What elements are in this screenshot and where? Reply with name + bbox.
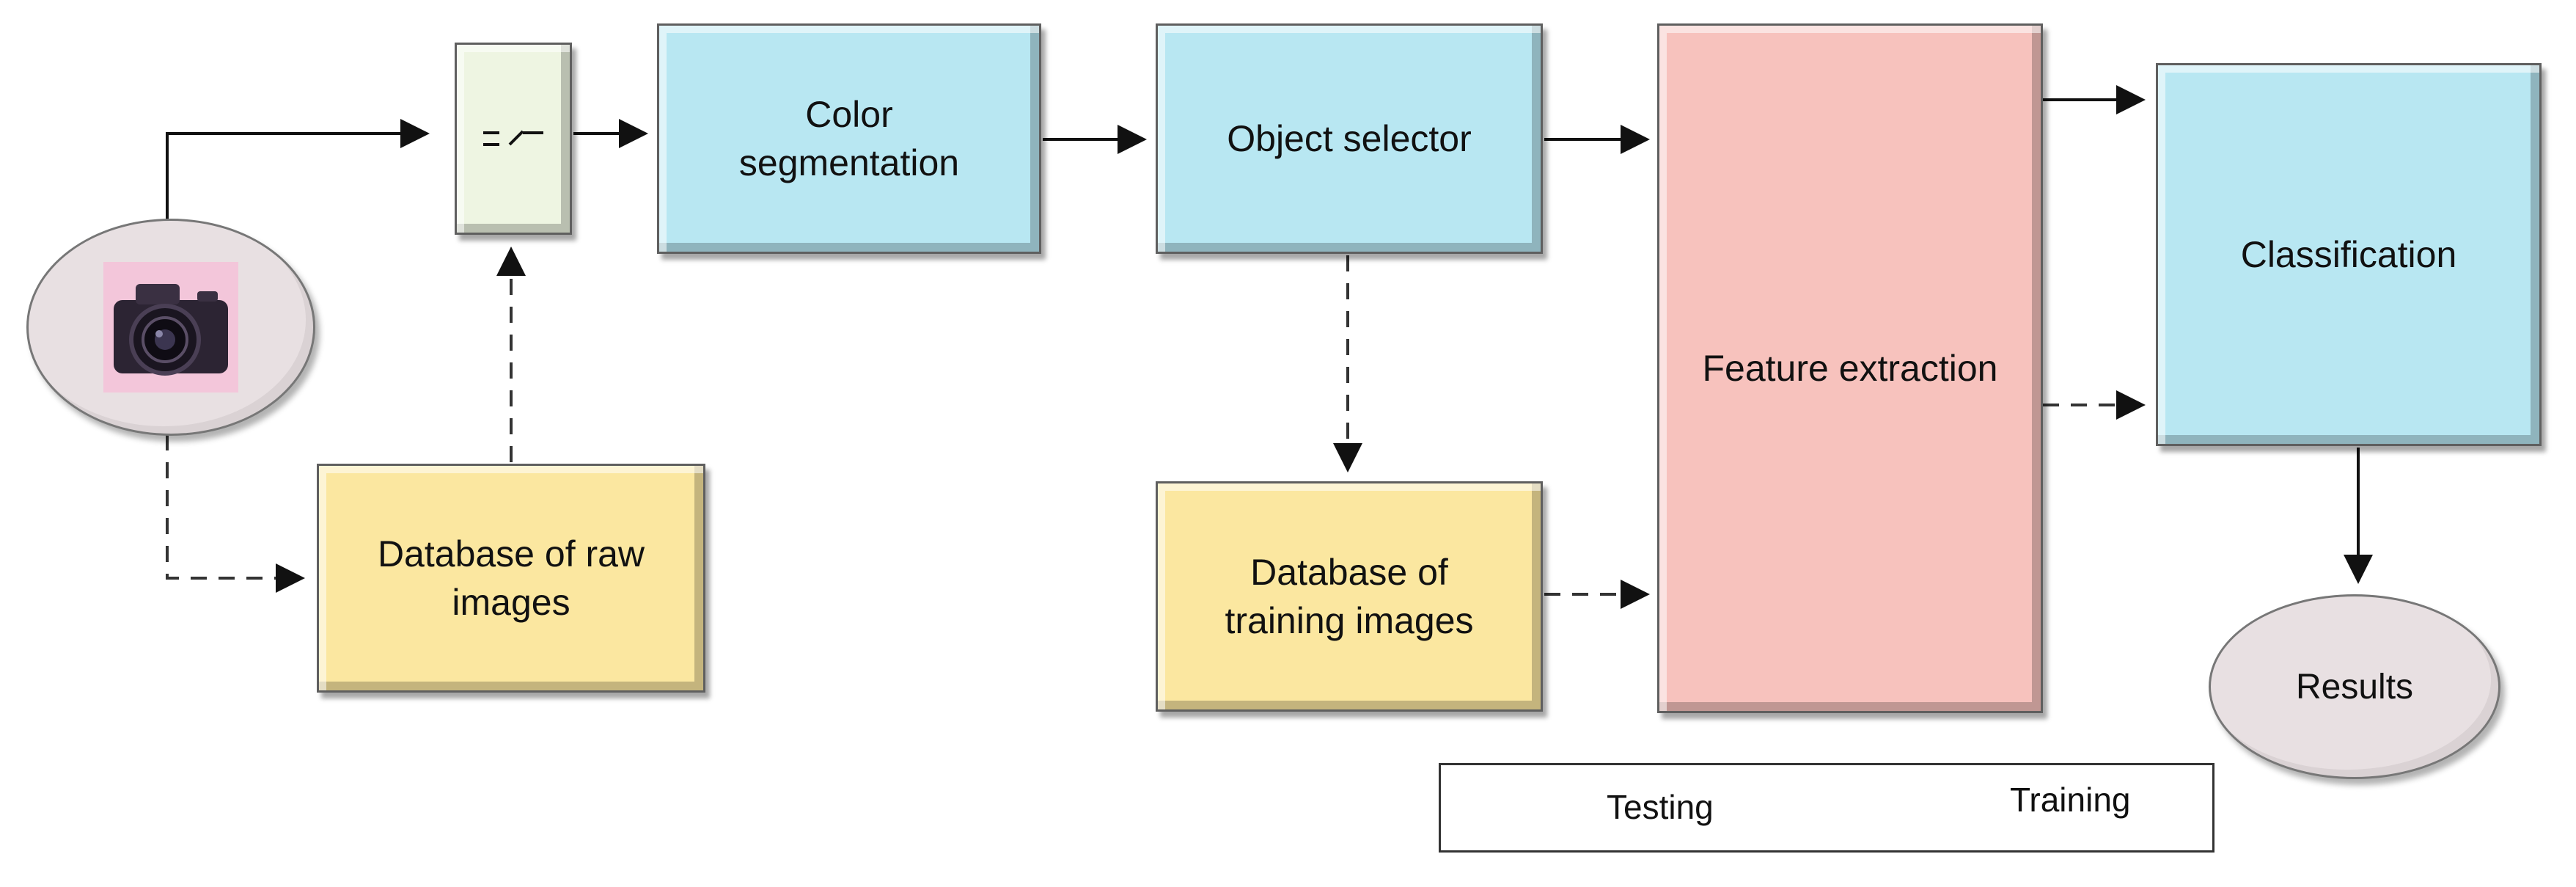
classification-box: Classification [2156,63,2542,446]
results-node: Results [2209,594,2500,779]
legend-testing-label: Testing [1607,788,1714,826]
database-raw-images-box: Database of raw images [317,464,705,693]
camera-icon [103,262,238,393]
feature-extraction-box: Feature extraction [1657,23,2043,713]
object-selector-label: Object selector [1227,118,1472,159]
database-training-images-label: Database of training images [1225,552,1474,641]
color-segmentation-label: Color segmentation [738,94,960,183]
classification-label: Classification [2240,234,2457,275]
results-label: Results [2295,667,2414,707]
feature-extraction-label: Feature extraction [1702,348,1998,389]
legend: Testing Training [1439,763,2214,853]
switch-icon [483,130,543,146]
color-segmentation-box: Color segmentation [657,23,1041,254]
camera-source [26,219,315,436]
edge-camera-to-switch [166,119,430,220]
legend-training-label: Training [2010,781,2131,819]
object-selector-box: Object selector [1156,23,1543,254]
database-training-images-box: Database of training images [1156,481,1543,712]
selector-switch [455,43,572,235]
database-raw-images-label: Database of raw images [377,533,645,623]
edge-camera-to-database-raw [166,434,305,593]
